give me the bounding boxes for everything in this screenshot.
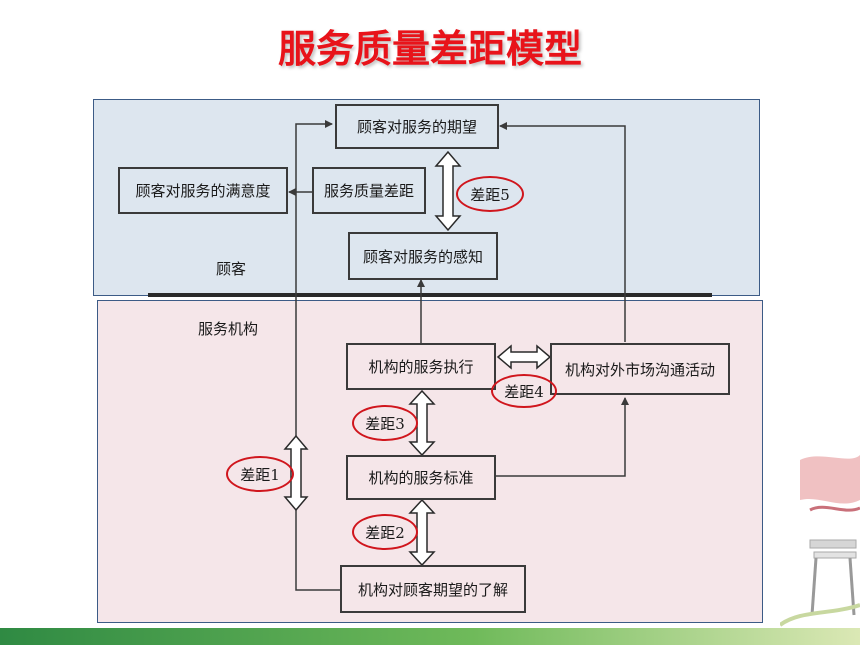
node-customer-expectation: 顾客对服务的期望	[335, 104, 499, 149]
organization-panel	[97, 300, 763, 623]
bench-decoration-icon	[780, 455, 860, 627]
node-customer-satisfaction: 顾客对服务的满意度	[118, 167, 288, 214]
gap2-label: 差距2	[352, 514, 418, 550]
org-panel-label: 服务机构	[198, 320, 259, 338]
gap4-label: 差距4	[491, 374, 557, 408]
gap5-label: 差距5	[456, 176, 524, 212]
arrow-communication-to-expectation	[499, 122, 626, 342]
node-customer-perception: 顾客对服务的感知	[348, 232, 498, 280]
customer-panel-label: 顾客	[216, 260, 247, 278]
customer-panel	[93, 99, 760, 296]
double-arrow-gap5	[434, 150, 462, 232]
double-arrow-gap1	[283, 434, 309, 512]
node-service-delivery: 机构的服务执行	[346, 343, 496, 390]
arrow-understanding-to-expectation	[295, 120, 340, 591]
double-arrow-gap4	[496, 344, 552, 370]
gap1-label: 差距1	[226, 456, 294, 492]
node-external-communication: 机构对外市场沟通活动	[550, 343, 730, 395]
arrow-standards-to-communication	[496, 397, 629, 477]
node-understanding-expectations: 机构对顾客期望的了解	[340, 565, 526, 613]
footer-bar	[0, 628, 860, 645]
node-service-quality-gap: 服务质量差距	[312, 167, 426, 214]
node-service-standards: 机构的服务标准	[346, 455, 496, 500]
gap3-label: 差距3	[352, 405, 418, 441]
page-title: 服务质量差距模型	[277, 27, 582, 71]
